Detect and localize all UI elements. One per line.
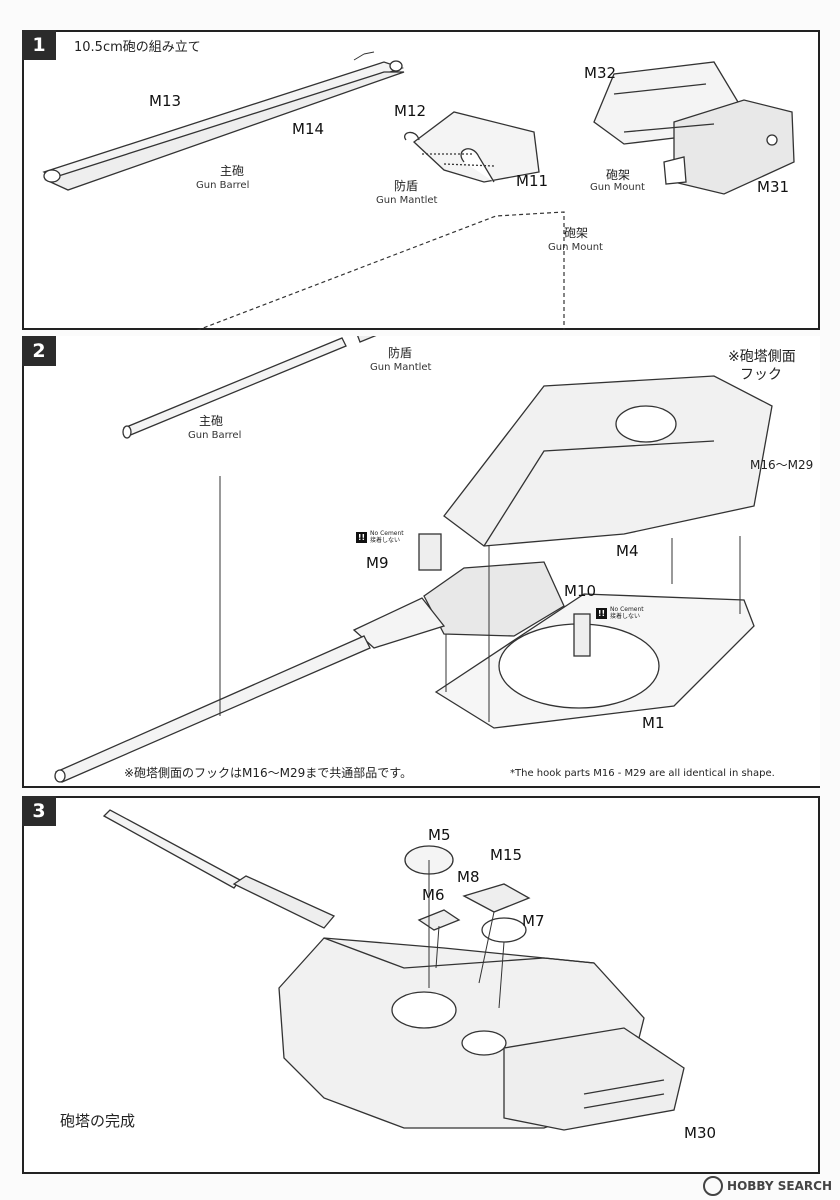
no-cement-jp: 接着しない xyxy=(370,537,401,544)
step-3-drawing xyxy=(102,809,685,1131)
mantlet-label-jp: 防盾 xyxy=(388,346,413,360)
warning-icon: !! xyxy=(356,531,367,543)
part-label-m15: M15 xyxy=(490,846,523,864)
part-label-m9: M9 xyxy=(366,554,389,572)
step-number: 2 xyxy=(22,336,56,366)
mantlet-label-jp: 防盾 xyxy=(394,179,419,193)
warning-icon: !! xyxy=(596,607,607,619)
no-cement-warning-m10: !! No Cement 接着しない xyxy=(596,606,644,620)
part-label-m10: M10 xyxy=(564,582,597,600)
step-2-panel: 2 砲架 Gun Mount 防盾 Gun Mantl xyxy=(22,226,820,788)
part-label-m12: M12 xyxy=(394,102,427,120)
part-label-m8: M8 xyxy=(457,868,480,886)
part-label-m7: M7 xyxy=(522,912,545,930)
mount-label-jp: 砲架 xyxy=(564,226,589,240)
watermark: HOBBY SEARCH xyxy=(703,1176,832,1196)
part-label-m16-m29: M16〜M29 xyxy=(750,458,814,472)
part-label-m31: M31 xyxy=(757,178,790,196)
hook-note-line-1: ※砲塔側面 xyxy=(728,349,796,365)
step-1-panel: 1 10.5cm砲の組み立て M13 M14 M12 M1 xyxy=(22,30,820,330)
mantlet-label-en: Gun Mantlet xyxy=(370,362,432,373)
mount-label-jp: 砲架 xyxy=(606,168,631,182)
step-3-panel: 3 M5 M15 M8 M6 M7 M30 砲塔の完成 xyxy=(22,796,820,1174)
mount-label-en: Gun Mount xyxy=(590,182,645,193)
part-label-m11: M11 xyxy=(516,172,549,190)
completion-caption: 砲塔の完成 xyxy=(60,1112,136,1130)
step-1-drawing xyxy=(42,51,795,330)
step-title: 10.5cm砲の組み立て xyxy=(74,40,201,55)
hobby-search-logo-icon xyxy=(703,1176,724,1196)
part-label-m4: M4 xyxy=(616,542,639,560)
no-cement-jp: 接着しない xyxy=(610,613,641,620)
no-cement-en: No Cement xyxy=(610,606,644,613)
watermark-text: HOBBY SEARCH xyxy=(727,1179,832,1193)
mantlet-label-en: Gun Mantlet xyxy=(376,195,438,206)
footnote-en: *The hook parts M16 - M29 are all identi… xyxy=(510,768,775,779)
mount-label-en: Gun Mount xyxy=(548,242,603,253)
step-number: 1 xyxy=(22,30,56,60)
no-cement-warning-m9: !! No Cement 接着しない xyxy=(356,530,404,544)
part-label-m14: M14 xyxy=(292,120,325,138)
part-label-m1: M1 xyxy=(642,714,665,732)
part-label-m6: M6 xyxy=(422,886,445,904)
step-number: 3 xyxy=(22,796,56,826)
hook-note-line-2: フック xyxy=(740,367,782,383)
part-label-m30: M30 xyxy=(684,1124,717,1142)
barrel-label-en: Gun Barrel xyxy=(188,430,242,441)
no-cement-en: No Cement xyxy=(370,530,404,537)
part-label-m13: M13 xyxy=(149,92,182,110)
footnote-jp: ※砲塔側面のフックはM16〜M29まで共通部品です。 xyxy=(124,766,413,780)
part-label-m5: M5 xyxy=(428,826,451,844)
barrel-label-en: Gun Barrel xyxy=(196,180,250,191)
part-label-m32: M32 xyxy=(584,64,617,82)
barrel-label-jp: 主砲 xyxy=(199,414,224,428)
barrel-label-jp: 主砲 xyxy=(220,164,245,178)
step-2-drawing xyxy=(54,336,773,783)
